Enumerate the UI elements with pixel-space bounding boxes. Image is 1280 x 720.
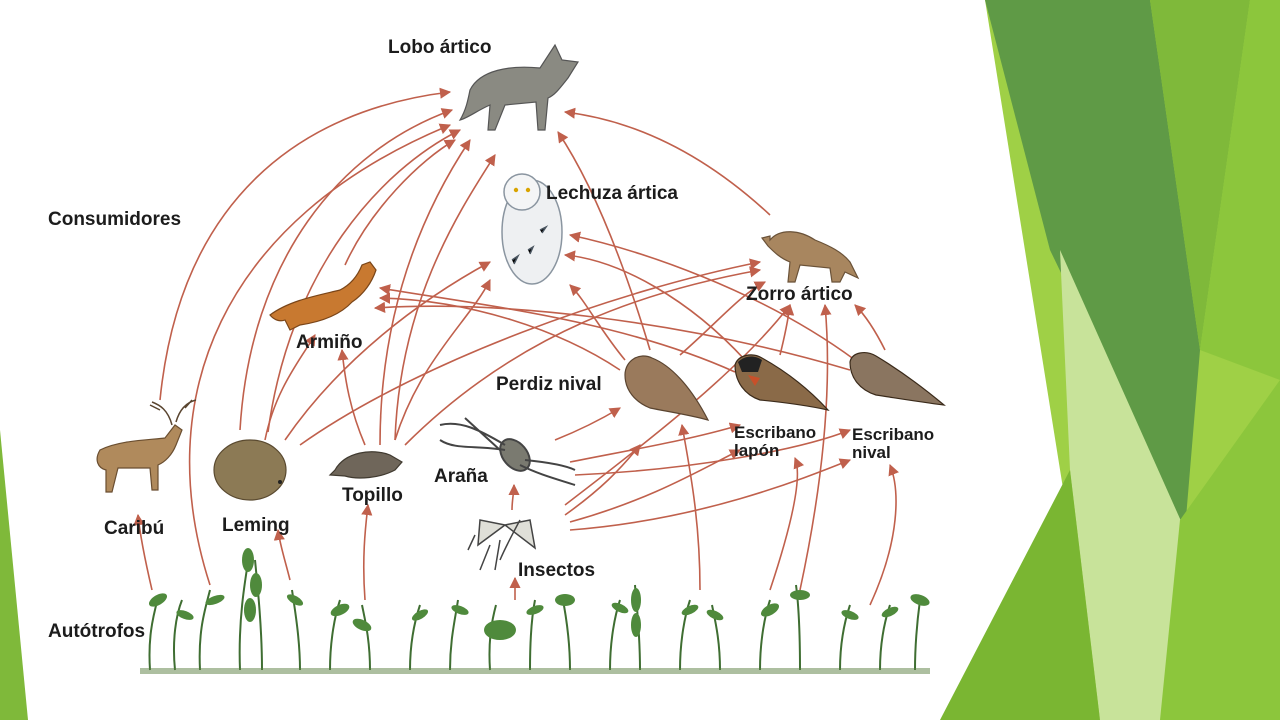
insect-icon	[467, 519, 537, 571]
arrow-plant-nival	[869, 463, 899, 606]
arrow-plant-leming	[273, 528, 291, 581]
node-label-zorro: Zorro ártico	[746, 284, 853, 305]
node-label-armino: Armiño	[296, 332, 363, 353]
fox-icon	[760, 231, 860, 283]
node-label-caribu: Caribú	[104, 518, 165, 539]
arrow-perdiz-armino	[378, 292, 621, 371]
arrow-topillo-armino	[337, 348, 366, 446]
level-label-autotrofos: Autótrofos	[48, 621, 146, 642]
owl-icon	[501, 173, 563, 285]
level-label-consumidores: Consumidores	[48, 209, 182, 230]
node-label-lobo: Lobo ártico	[388, 37, 492, 58]
vole-icon	[328, 451, 403, 479]
arrow-nival-lechuza	[568, 231, 856, 361]
node-label-lapon: Escribano lapón	[734, 423, 817, 460]
arrow-insect-perdiz	[564, 444, 641, 516]
arrow-plant-perdiz	[678, 423, 701, 591]
spider-icon	[439, 417, 576, 486]
snow-bunting-icon	[849, 352, 946, 406]
arrow-leming-lechuza	[284, 261, 491, 441]
arrow-plant-caribu	[133, 513, 153, 591]
arrow-insect-lapon	[569, 449, 742, 523]
node-label-insectos: Insectos	[518, 560, 596, 581]
arrow-perdiz-zorro	[679, 281, 766, 356]
node-label-leming: Leming	[222, 515, 290, 536]
arrow-armino-lobo	[344, 139, 456, 266]
caribou-icon	[96, 399, 197, 493]
arrow-plant-lapon	[769, 456, 805, 591]
node-label-lechuza: Lechuza ártica	[546, 183, 678, 204]
arrow-lapon-zorro	[779, 303, 795, 356]
arrow-arana-perdiz	[554, 407, 621, 441]
arrow-plant-zorro	[799, 303, 832, 591]
arrow-arana-nival	[574, 428, 852, 476]
arrow-perdiz-lobo	[557, 131, 651, 351]
arrow-topillo-lobo	[379, 139, 471, 446]
arrow-lapon-armino	[378, 284, 736, 373]
arrow-zorro-lobo	[563, 107, 771, 216]
node-label-arana: Araña	[434, 466, 488, 487]
ptarmigan-icon	[624, 355, 710, 421]
ground-line	[140, 668, 930, 674]
arrow-topillo-lechuza	[394, 278, 491, 441]
arrow-insect-arana	[508, 483, 520, 511]
arrow-leming-lobo-2	[267, 129, 462, 433]
arrow-insect-nival	[569, 458, 852, 531]
wolf-icon	[458, 43, 580, 131]
arrow-nival-zorro	[854, 304, 886, 351]
arrow-topillo-zorro	[404, 266, 762, 446]
lapland-bunting-icon	[734, 354, 830, 411]
node-label-topillo: Topillo	[342, 485, 403, 506]
node-label-nival: Escribano nival	[852, 425, 935, 462]
arrow-plant-topillo	[361, 503, 373, 601]
arrow-topillo-lobo-2	[394, 154, 496, 441]
plant-leaves	[148, 548, 930, 640]
arrow-leming-armino	[264, 334, 316, 441]
arrow-leming-lobo	[239, 108, 454, 431]
lemming-icon	[213, 439, 287, 501]
stoat-icon	[269, 261, 377, 331]
node-label-perdiz: Perdiz nival	[496, 374, 602, 395]
arrow-plant-lobo	[188, 123, 452, 586]
arrow-nival-armino	[373, 301, 851, 371]
arrow-arana-lapon	[569, 422, 742, 463]
arrow-caribu-lobo	[159, 87, 452, 401]
food-web-arrows	[133, 87, 899, 606]
